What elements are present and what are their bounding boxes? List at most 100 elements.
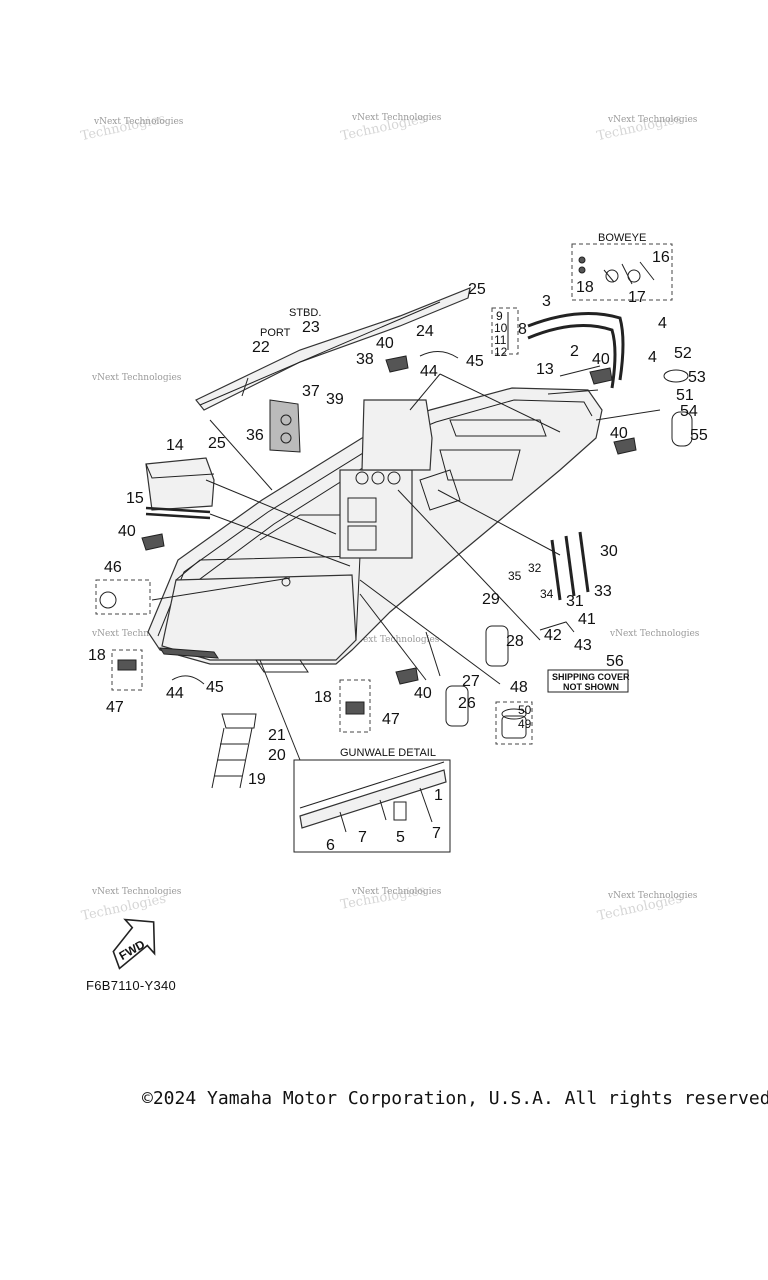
svg-text:vNext Technologies: vNext Technologies (349, 635, 440, 645)
callout: 3 (542, 293, 551, 310)
callout: 25 (468, 281, 486, 298)
boweye-label: BOWEYE (598, 232, 646, 244)
grab-handles (171, 351, 459, 685)
callout: 6 (326, 837, 335, 854)
callout: 1 (434, 787, 443, 804)
callouts: 1 2 3 4 4 5 6 7 7 8 9 10 11 12 13 14 15 … (88, 249, 708, 854)
callout: 49 (518, 717, 532, 731)
callout: 7 (432, 825, 441, 842)
callout: 18 (88, 647, 106, 664)
callout: 24 (416, 323, 434, 340)
boat-hull (147, 387, 603, 673)
callout: 16 (652, 249, 670, 266)
callout: 40 (118, 523, 136, 540)
callout: 47 (382, 711, 400, 728)
callout: 8 (518, 321, 527, 338)
callout: 34 (540, 587, 554, 601)
figure-code: F6B7110-Y340 (86, 978, 177, 993)
svg-text:vNext Technologies: vNext Technologies (607, 891, 698, 901)
callout: 13 (536, 361, 554, 378)
callout: 40 (376, 335, 394, 352)
watermark: vNext Technologies (91, 373, 182, 383)
callout: 52 (674, 345, 692, 362)
ladder (211, 713, 257, 789)
callout: 17 (628, 289, 646, 306)
fwd-arrow-icon: FWD (112, 918, 156, 970)
grab-rail-41 (539, 621, 575, 633)
callout: 56 (606, 653, 624, 670)
callout: 23 (302, 319, 320, 336)
callout: 40 (414, 685, 432, 702)
svg-text:vNext Technologies: vNext Technologies (91, 887, 182, 897)
callout: 32 (528, 561, 542, 575)
callout: 47 (106, 699, 124, 716)
callout: 43 (574, 637, 592, 654)
svg-text:vNext Technologies: vNext Technologies (607, 115, 698, 125)
callout: 21 (268, 727, 286, 744)
callout: 2 (570, 343, 579, 360)
callout: 51 (676, 387, 694, 404)
callout: 44 (166, 685, 184, 702)
port-label: PORT (260, 327, 291, 339)
svg-text:vNext Technologies: vNext Technologies (91, 629, 182, 639)
callout: 55 (690, 427, 708, 444)
gunwale-trim (195, 287, 471, 411)
fastener-column (491, 307, 519, 355)
callout: 33 (594, 583, 612, 600)
callout: 11 (494, 333, 507, 347)
callout: 42 (544, 627, 562, 644)
rods (145, 506, 211, 520)
callout: 31 (566, 593, 584, 610)
callout: 20 (268, 747, 286, 764)
callout: 18 (314, 689, 332, 706)
cooler (145, 457, 215, 511)
boweye-group (571, 243, 673, 301)
svg-text:vNext Technologies: vNext Technologies (609, 629, 700, 639)
rub-rail (527, 312, 625, 389)
stbd-label: STBD. (289, 307, 321, 319)
callout: 53 (688, 369, 706, 386)
callout: 10 (494, 321, 508, 335)
callout: 29 (482, 591, 500, 608)
callout: 40 (592, 351, 610, 368)
rod-holders (550, 531, 590, 601)
shipping-cover-line2: NOT SHOWN (563, 682, 619, 692)
callout: 37 (302, 383, 320, 400)
copyright-notice: ©2024 Yamaha Motor Corporation, U.S.A. A… (142, 1088, 768, 1109)
callout: 4 (658, 315, 667, 332)
callout: 25 (208, 435, 226, 452)
shipping-cover-line1: SHIPPING COVER (552, 672, 630, 682)
cupholders (445, 369, 693, 745)
callout: 39 (326, 391, 344, 408)
gunwale-detail-label: GUNWALE DETAIL (340, 747, 436, 759)
callout: 5 (396, 829, 405, 846)
watermark: vNext Technologies (91, 629, 182, 639)
callout: 7 (358, 829, 367, 846)
callout: 14 (166, 437, 184, 454)
svg-text:vNext Technologies: vNext Technologies (351, 113, 442, 123)
callout: 4 (648, 349, 657, 366)
callout: 46 (104, 559, 122, 576)
callout: 50 (518, 703, 532, 717)
callout: 45 (206, 679, 224, 696)
callout: 36 (246, 427, 264, 444)
panel-36 (269, 399, 301, 453)
watermark: vNext Technologies (609, 629, 700, 639)
callout: 12 (494, 345, 508, 359)
callout: 41 (578, 611, 596, 628)
callout: 9 (496, 309, 503, 323)
callout: 48 (510, 679, 528, 696)
callout: 27 (462, 673, 480, 690)
callout: 28 (506, 633, 524, 650)
part-groups-46-47 (95, 579, 371, 733)
callout: 45 (466, 353, 484, 370)
watermark: vNext Technologies (349, 635, 440, 645)
cleats (141, 355, 637, 685)
